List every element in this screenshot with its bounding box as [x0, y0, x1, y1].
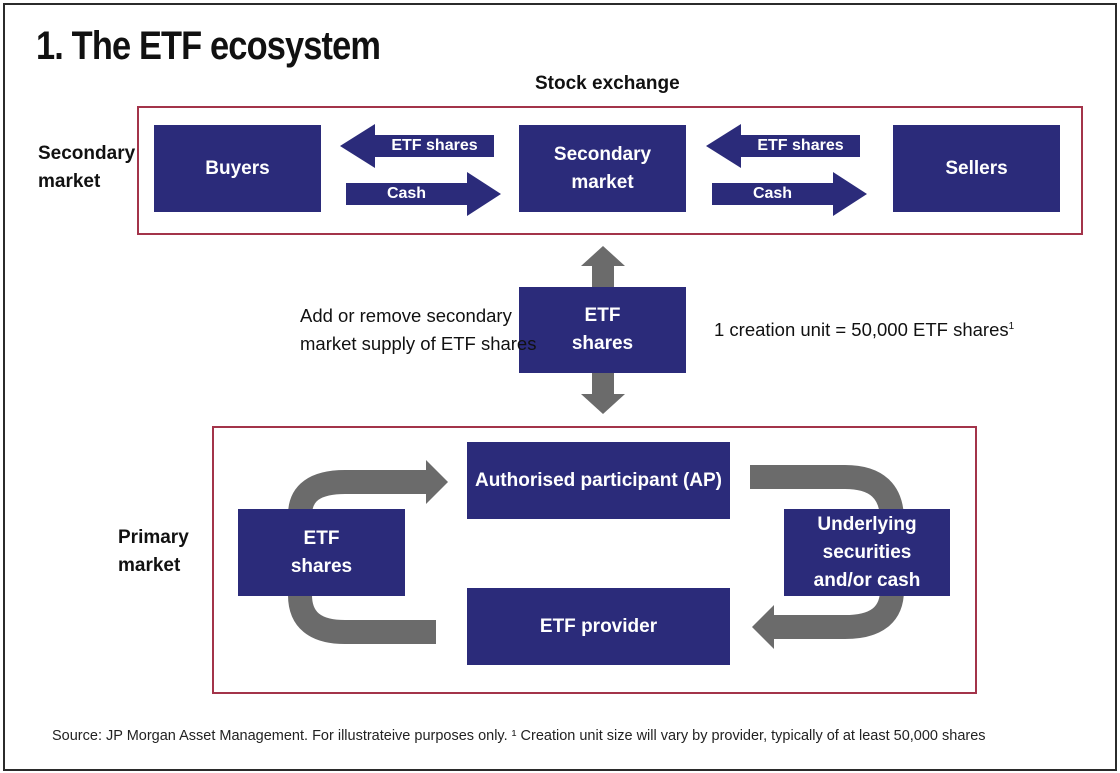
creation-unit-note-text: 1 creation unit = 50,000 ETF shares [714, 319, 1009, 341]
creation-unit-note: 1 creation unit = 50,000 ETF shares1 [714, 313, 1014, 344]
etf-to-ap-arrowhead [426, 460, 448, 504]
creation-unit-footnote-marker: 1 [1008, 321, 1015, 332]
primary-market-side-label: Primary market [118, 524, 189, 580]
stock-exchange-box [137, 106, 1083, 235]
underlying-line-1: Underlying [817, 513, 917, 535]
sellers-label: Sellers [945, 157, 1008, 179]
etf-shares-primary-line-2: shares [290, 555, 353, 577]
left-cash-arrow-label: Cash [386, 185, 427, 202]
provider-to-etf-loop [288, 594, 436, 644]
buyers-box: Buyers [154, 125, 321, 212]
underlying-line-2: securities [822, 541, 912, 563]
etf-provider-box: ETF provider [467, 588, 730, 665]
primary-market-box [212, 426, 977, 694]
left-etf-shares-arrow [340, 124, 494, 168]
down-arrow [581, 372, 625, 414]
buyers-label: Buyers [205, 157, 270, 179]
right-etf-shares-arrow [706, 124, 860, 168]
etf-provider-label: ETF provider [539, 615, 658, 637]
secondary-market-line-1: Secondary [553, 143, 652, 165]
authorised-participant-label: Authorised participant (AP) [474, 469, 722, 491]
up-arrow [581, 246, 625, 288]
secondary-side-line-1: Secondary [38, 143, 136, 164]
right-cash-arrow-label: Cash [752, 185, 793, 202]
supply-note-line-1: Add or remove secondary [300, 305, 512, 326]
etf-shares-middle-line-2: shares [571, 333, 634, 354]
underlying-to-provider-loop [770, 589, 904, 639]
source-footnote: Source: JP Morgan Asset Management. For … [52, 728, 986, 744]
sellers-box: Sellers [893, 125, 1060, 212]
secondary-market-side-label: Secondary market [38, 140, 135, 196]
page-title: 1. The ETF ecosystem [36, 24, 381, 68]
underlying-to-provider-arrowhead [752, 605, 774, 649]
left-cash-arrow [346, 172, 501, 216]
etf-shares-middle-box: ETF shares [519, 287, 686, 373]
stock-exchange-label: Stock exchange [535, 73, 680, 94]
etf-shares-primary-line-1: ETF [303, 527, 340, 549]
supply-note-line-2: market supply of ETF shares [300, 333, 537, 354]
supply-note: Add or remove secondary market supply of… [300, 302, 536, 358]
etf-shares-primary-box: ETF shares [238, 509, 405, 596]
underlying-line-3: and/or cash [813, 569, 921, 591]
secondary-market-line-2: market [571, 171, 634, 193]
authorised-participant-box: Authorised participant (AP) [467, 442, 730, 519]
right-cash-arrow [712, 172, 867, 216]
secondary-market-box: Secondary market [519, 125, 686, 212]
primary-side-line-1: Primary [118, 527, 189, 548]
etf-shares-middle-line-1: ETF [584, 305, 621, 326]
secondary-side-line-2: market [38, 171, 101, 192]
left-etf-shares-arrow-label: ETF shares [391, 137, 478, 154]
primary-side-line-2: market [118, 555, 181, 576]
right-etf-shares-arrow-label: ETF shares [757, 137, 844, 154]
underlying-securities-box: Underlying securities and/or cash [784, 509, 950, 596]
